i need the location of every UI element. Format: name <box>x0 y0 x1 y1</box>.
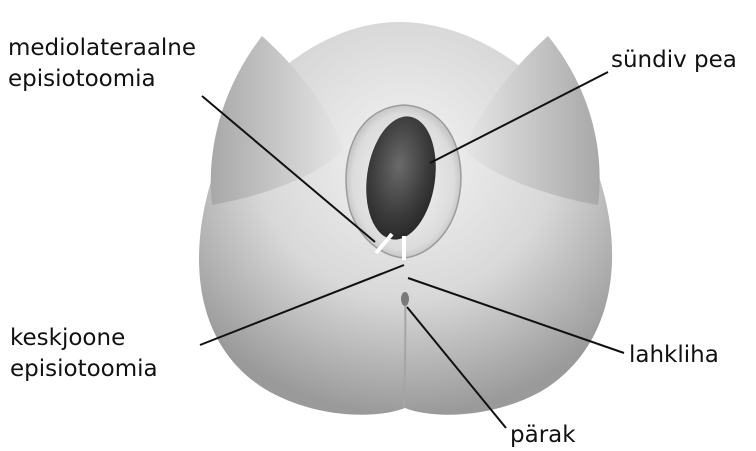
midline-label-line2: episiotoomia <box>10 354 158 385</box>
mediolateral-label-line2: episiotoomia <box>8 64 196 95</box>
anus-label: pärak <box>510 420 576 451</box>
midline-label-line1: keskjoone <box>10 323 158 354</box>
anus <box>401 292 409 306</box>
midline-episiotomy-label: keskjoone episiotoomia <box>10 323 158 385</box>
perineum-label: lahkliha <box>629 340 719 371</box>
mediolateral-label-line1: mediolateraalne <box>8 33 196 64</box>
fetal-head-label: sündiv pea <box>611 45 737 76</box>
mediolateral-episiotomy-label: mediolateraalne episiotoomia <box>8 33 196 95</box>
